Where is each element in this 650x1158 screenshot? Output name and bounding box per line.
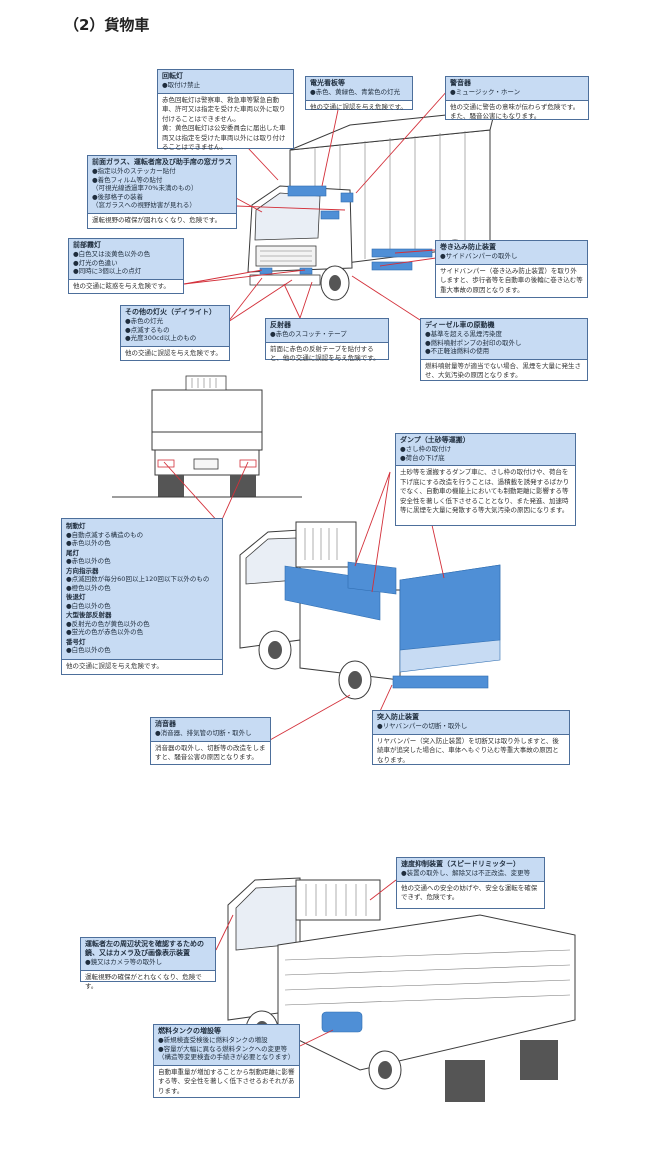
callout-body: 他の交通に誤認を与え危険です。	[125, 348, 222, 357]
callout-item: （構造等変更検査の手続きが必要となります）	[158, 1053, 295, 1061]
group-title: 後退灯	[66, 593, 86, 601]
flatbed-truck-illustration	[227, 877, 576, 1102]
callout-glass: 前面ガラス、運転者席及び助手席の窓ガラス ●指定以外のステッカー貼付 ●着色フィ…	[87, 155, 237, 229]
callout-item: ●白色以外の色	[66, 601, 111, 610]
callout-item: ●取付け禁止	[162, 81, 201, 89]
callout-item: ●さし枠の取付け	[400, 445, 452, 453]
callout-body: リヤバンパー（突入防止装置）を切断又は取り外しますと、後続車が追突した場合に、車…	[377, 736, 559, 764]
callout-hansha: 反射器 ●赤色のスコッチ・テープ 前面に赤色の反射テープを貼付すると、他の交通に…	[265, 318, 389, 362]
callout-body: 赤色回転灯は警察車、救急車等緊急自動車、許可又は指定を受けた車両以外に取り付ける…	[162, 95, 286, 152]
page-title: （2）貨物車	[64, 16, 150, 34]
callout-tottsu: 突入防止装置 ●リヤバンパーの切断・取外し リヤバンパー（突入防止装置）を切断又…	[372, 710, 570, 765]
callout-title: 巻き込み防止装置	[440, 243, 496, 251]
callout-title: 速度抑制装置（スピードリミッター）	[401, 860, 520, 868]
callout-item: ●赤色、黄緑色、青紫色の灯光	[310, 88, 401, 96]
callout-item: ●装置の取外し、解除又は不正改造、変更等	[401, 869, 531, 877]
callout-item: ●消音器、排気管の切断・取外し	[155, 729, 252, 737]
callout-item: ●灯光の色違い	[73, 258, 118, 267]
callout-speed: 速度抑制装置（スピードリミッター） ●装置の取外し、解除又は不正改造、変更等 他…	[396, 857, 545, 909]
callout-title: 前部霧灯	[73, 241, 101, 249]
callout-body: 他の交通に眩惑を与え危険です。	[73, 281, 170, 290]
callout-body: 他の交通への安全の妨げや、安全な運転を確保できず、危険です。	[401, 883, 538, 902]
callout-body: 燃料噴射量等が適当でない場合、黒煙を大量に発生させ、大気汚染の原因となります。	[425, 361, 581, 380]
callout-item: ●点滅回数が毎分60回以上120回以下以外のもの	[66, 575, 210, 583]
callout-title: その他の灯火（デイライト）	[125, 308, 216, 316]
group-title: 番号灯	[66, 637, 86, 646]
callout-body: サイドバンパー（巻き込み防止装置）を取り外しますと、歩行者等を自動車の後輪に巻き…	[440, 266, 583, 294]
callout-title: 電光看板等	[310, 79, 345, 87]
callout-body: 前面に赤色の反射テープを貼付すると、他の交通に誤認を与え危険です。	[270, 344, 380, 363]
callout-rear-lamps: 制動灯 ●自動点滅する構造のもの ●赤色以外の色 尾灯 ●赤色以外の色 方向指示…	[61, 518, 223, 675]
callout-item: ●サイドバンパーの取外し	[440, 252, 518, 260]
group-title: 尾灯	[66, 548, 79, 557]
callout-item: ●容量が大幅に異なる燃料タンクへの変更等	[158, 1044, 288, 1053]
callout-item: ●赤色以外の色	[66, 539, 111, 547]
callout-body: 運転視野の確保がとれなくなり、危険です。	[85, 972, 202, 991]
callout-item: ●リヤバンパーの切断・取外し	[377, 722, 468, 730]
callout-dump: ダンプ（土砂等運搬） ●さし枠の取付け ●荷台の下げ底 土砂等を運搬するダンプ車…	[395, 433, 576, 526]
callout-makikomi: 巻き込み防止装置 ●サイドバンパーの取外し サイドバンパー（巻き込み防止装置）を…	[435, 240, 588, 298]
callout-title: ディーゼル車の原動機	[425, 321, 495, 329]
callout-denko: 電光看板等 ●赤色、黄緑色、青紫色の灯光 他の交通に誤認を与え危険です。	[305, 76, 413, 111]
callout-item: ●着色フィルム等の貼付	[92, 175, 163, 184]
rear-view-illustration	[112, 375, 302, 498]
callout-item: （窓ガラスへの視野妨害が見れる）	[92, 201, 196, 209]
callout-body: 他の交通に誤認を与え危険です。	[66, 661, 163, 670]
callout-body: 他の交通に警告の意味が伝わらず危険です。また、騒音公害にもなります。	[450, 102, 580, 121]
group-title: 制動灯	[66, 522, 86, 530]
callout-item: ●新規検査受検後に燃料タンクの増設	[158, 1036, 268, 1044]
callout-mirror: 運転者左の周辺状況を確認するための鏡、又はカメラ及び画像表示装置 ●鏡又はカメラ…	[80, 937, 216, 990]
callout-body: 運転視野の確保が図れなくなり、危険です。	[92, 215, 222, 224]
callout-item: ●指定以外のステッカー貼付	[92, 167, 176, 175]
callout-item: ●赤色以外の色	[66, 557, 111, 565]
callout-item: ●赤色のスコッチ・テープ	[270, 330, 347, 338]
callout-item: ●基準を超える黒煙汚染度	[425, 330, 502, 338]
callout-body: 他の交通に誤認を与え危険です。	[310, 102, 407, 111]
callout-item: ●白色以外の色	[66, 646, 111, 654]
callout-kaiten: 回転灯 ●取付け禁止 赤色回転灯は警察車、救急車等緊急自動車、許可又は指定を受け…	[157, 69, 294, 151]
callout-body: 自動車重量が増加することから制動距離に影響する等、安全性を著しく低下させるおそれ…	[158, 1067, 295, 1095]
callout-keiteki: 警音器 ●ミュージック・ホーン 他の交通に警告の意味が伝わらず危険です。また、騒…	[445, 76, 589, 120]
callout-item: （可視光線透過率70%未満のもの）	[92, 184, 198, 192]
callout-item: ●荷台の下げ底	[400, 453, 445, 462]
callout-title: ダンプ（土砂等運搬）	[400, 436, 470, 444]
group-title: 方向指示器	[66, 566, 99, 575]
callout-body: 消音器の取外し、切断等の改造をしますと、騒音公害の原因となります。	[155, 743, 266, 762]
callout-daylight: その他の灯火（デイライト） ●赤色の灯光 ●点滅するもの ●光度300cd以上の…	[120, 305, 230, 361]
callout-title: 警音器	[450, 79, 471, 87]
callout-item: ●赤色の灯光	[125, 317, 164, 325]
callout-item: ●橙色以外の色	[66, 583, 111, 592]
callout-muffler: 消音器 ●消音器、排気管の切断・取外し 消音器の取外し、切断等の改造をしますと、…	[150, 717, 271, 765]
callout-item: ●後部格子の装着	[92, 192, 144, 201]
callout-fuel: 燃料タンクの増設等 ●新規検査受検後に燃料タンクの増設 ●容量が大幅に異なる燃料…	[153, 1024, 300, 1098]
callout-title: 燃料タンクの増設等	[158, 1027, 221, 1035]
callout-diesel: ディーゼル車の原動機 ●基準を超える黒煙汚染度 ●燃料噴射ポンプの封印の取外し …	[420, 318, 588, 381]
callout-item: ●反射光の色が黄色以外の色	[66, 619, 150, 628]
callout-item: ●不正軽油燃料の使用	[425, 347, 490, 355]
callout-item: ●鏡又はカメラ等の取外し	[85, 958, 163, 966]
callout-item: ●ミュージック・ホーン	[450, 88, 521, 96]
callout-item: ●光度300cd以上のもの	[125, 334, 197, 342]
callout-title: 反射器	[270, 321, 291, 329]
callout-zenmu: 前部霧灯 ●白色又は淡黄色以外の色 ●灯光の色違い ●同時に3個以上の点灯 他の…	[68, 238, 184, 294]
group-title: 大型後部反射器	[66, 611, 112, 619]
callout-title: 前面ガラス、運転者席及び助手席の窓ガラス	[92, 158, 232, 166]
dump-truck-illustration	[239, 521, 501, 700]
callout-title: 回転灯	[162, 72, 183, 80]
callout-body: 土砂等を運搬するダンプ車に、さし枠の取付けや、荷台を下げ底にする改造を行うことは…	[400, 468, 570, 514]
callout-item: ●自動点滅する構造のもの	[66, 530, 144, 539]
callout-item: ●点滅するもの	[125, 325, 170, 334]
callout-item: ●蛍光の色が赤色以外の色	[66, 628, 144, 636]
callout-title: 運転者左の周辺状況を確認するための鏡、又はカメラ及び画像表示装置	[85, 940, 204, 957]
callout-title: 消音器	[155, 720, 176, 728]
callout-item: ●燃料噴射ポンプの封印の取外し	[425, 338, 522, 347]
callout-item: ●同時に3個以上の点灯	[73, 267, 142, 275]
callout-title: 突入防止装置	[377, 713, 419, 721]
callout-item: ●白色又は淡黄色以外の色	[73, 250, 151, 258]
